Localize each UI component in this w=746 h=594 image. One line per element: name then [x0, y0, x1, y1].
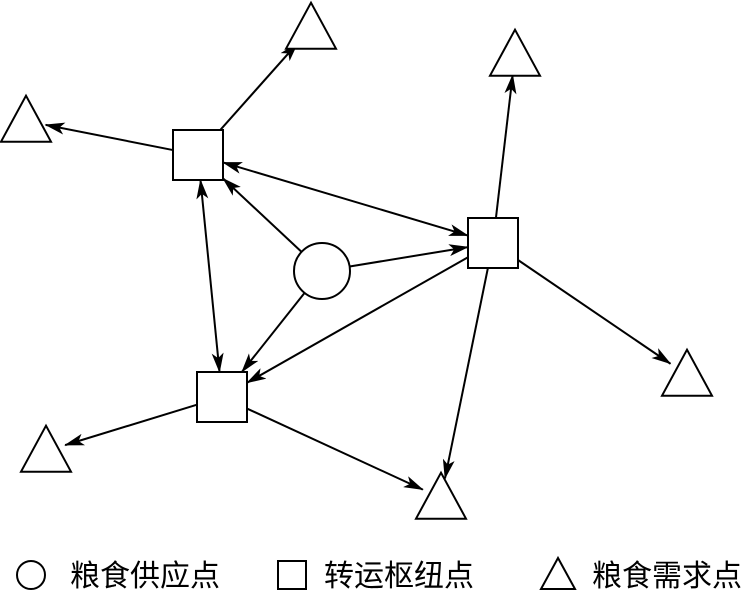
legend-hub-icon — [277, 560, 307, 590]
edge-h2-d3 — [494, 73, 517, 219]
edge-h1-d2 — [219, 42, 299, 131]
edge-s-h3 — [241, 292, 306, 373]
legend-demand-label: 粮食需求点 — [592, 559, 742, 594]
demand-node-d6 — [19, 423, 73, 473]
edge-h1-h3 — [196, 179, 224, 373]
node-layer — [0, 0, 714, 520]
legend-demand-icon — [539, 555, 577, 590]
edge-s-h1 — [222, 177, 303, 253]
hub-node-h3 — [196, 371, 248, 423]
edge-layer — [44, 42, 672, 491]
legend: 粮食供应点 转运枢纽点 粮食需求点 — [16, 555, 742, 594]
demand-node-d1 — [0, 93, 53, 143]
demand-node-d5 — [414, 470, 468, 520]
edge-h1-h2 — [222, 161, 469, 237]
edge-h1-d1 — [44, 122, 174, 152]
edge-h2-h3 — [246, 256, 469, 384]
demand-node-d3 — [488, 27, 542, 77]
demand-node-d2 — [284, 0, 338, 50]
edge-h3-d5 — [246, 407, 424, 491]
edge-s-h2 — [349, 244, 469, 268]
legend-supply-icon — [16, 560, 46, 590]
legend-hub-label: 转运枢纽点 — [324, 559, 474, 594]
edge-h3-d6 — [64, 403, 198, 447]
supply-node-s — [293, 242, 351, 300]
edge-h2-d4 — [517, 259, 672, 365]
hub-node-h1 — [172, 129, 224, 181]
demand-node-d4 — [660, 347, 714, 397]
edge-h2-d5 — [442, 267, 489, 480]
hub-node-h2 — [467, 217, 519, 269]
legend-supply-label: 粮食供应点 — [70, 559, 220, 594]
